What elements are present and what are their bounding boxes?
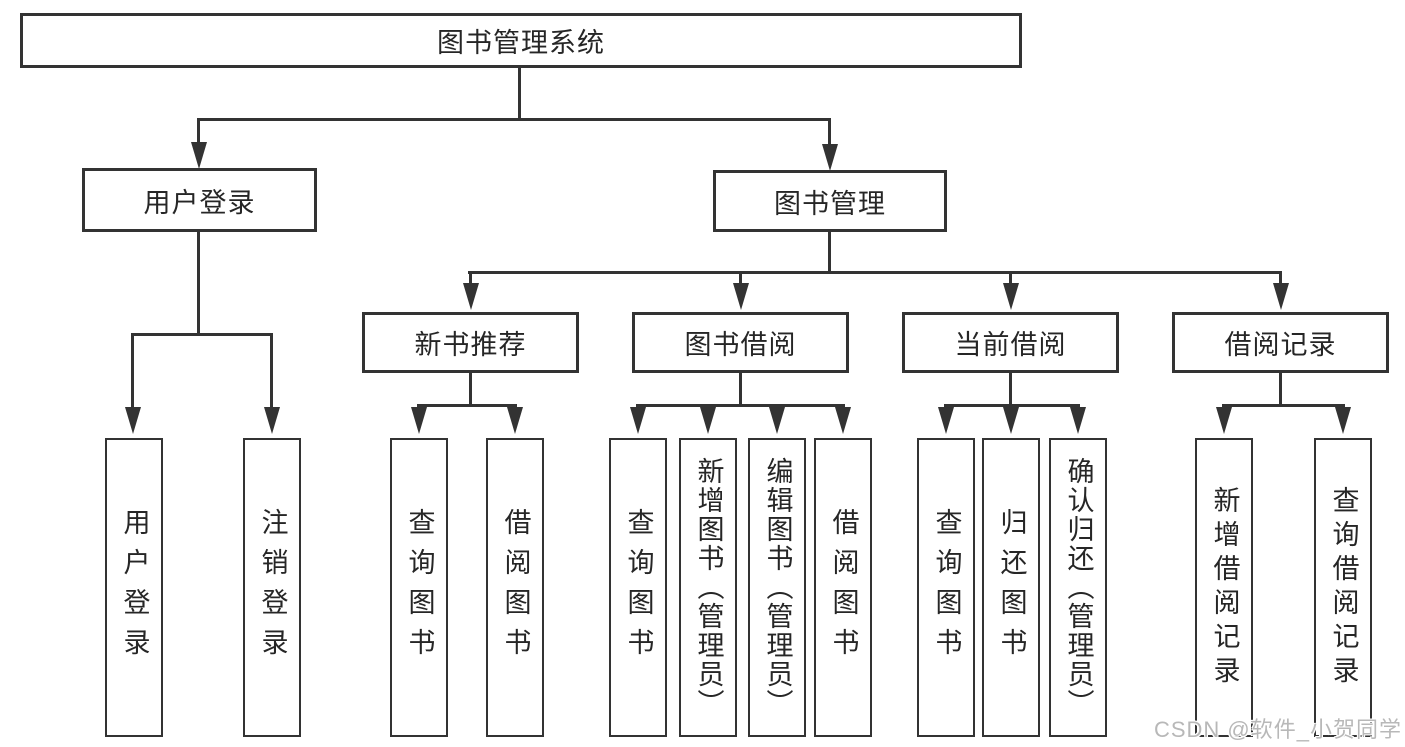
connector-line [131, 333, 273, 336]
arrow-down-icon [1003, 407, 1019, 434]
node-label: 新书推荐 [414, 330, 527, 360]
leaf-borrow-books: 借阅图书 [814, 438, 872, 737]
node-label: 借阅记录 [1224, 330, 1337, 360]
leaf-query-borrow-record: 查询借阅记录 [1314, 438, 1372, 737]
node-book-management: 图书管理 [713, 170, 947, 232]
node-root: 图书管理系统 [20, 13, 1022, 68]
arrow-down-icon [938, 407, 954, 434]
connector-line [197, 118, 831, 121]
node-label: 注销登录 [257, 507, 288, 668]
arrow-down-icon [630, 407, 646, 434]
leaf-logout: 注销登录 [243, 438, 301, 737]
node-label: 新增借阅记录 [1209, 485, 1240, 690]
connector-line [739, 373, 742, 406]
node-new-book-recommend: 新书推荐 [362, 312, 579, 373]
node-label: 查询借阅记录 [1328, 485, 1359, 690]
node-label: 图书管理 [774, 188, 886, 219]
connector-line [469, 373, 472, 406]
connector-line [270, 333, 273, 409]
arrow-down-icon [1070, 407, 1086, 434]
connector-line [1279, 373, 1282, 406]
connector-line [518, 68, 521, 120]
leaf-user-login: 用户登录 [105, 438, 163, 737]
arrow-down-icon [769, 407, 785, 434]
leaf-edit-books-admin: 编辑图书（管理员） [748, 438, 806, 737]
connector-line [1009, 373, 1012, 406]
connector-line [417, 404, 517, 407]
node-label: 查询图书 [931, 507, 962, 668]
leaf-borrow-books-recommend: 借阅图书 [486, 438, 544, 737]
node-label: 确认归还（管理员） [1063, 457, 1094, 718]
arrow-down-icon [700, 407, 716, 434]
connector-line [944, 404, 1080, 407]
arrow-down-icon [1273, 283, 1289, 310]
node-label: 用户登录 [143, 187, 256, 218]
connector-line [131, 333, 134, 409]
watermark: CSDN @软件_小贺同学 [1153, 717, 1402, 742]
node-label: 当前借阅 [954, 330, 1067, 360]
leaf-query-books-borrow: 查询图书 [609, 438, 667, 737]
arrow-down-icon [463, 283, 479, 310]
connector-line [828, 118, 831, 146]
arrow-down-icon [822, 144, 838, 171]
node-label: 借阅图书 [828, 507, 859, 668]
connector-line [828, 232, 831, 273]
leaf-add-borrow-record: 新增借阅记录 [1195, 438, 1253, 737]
node-label: 查询图书 [623, 507, 654, 668]
node-user-login: 用户登录 [82, 168, 317, 232]
connector-line [469, 271, 472, 284]
node-borrow-records: 借阅记录 [1172, 312, 1389, 373]
arrow-down-icon [1335, 407, 1351, 434]
leaf-query-books-current: 查询图书 [917, 438, 975, 737]
connector-line [739, 271, 742, 284]
connector-line [1009, 271, 1012, 284]
arrow-down-icon [1003, 283, 1019, 310]
connector-line [197, 118, 200, 144]
connector-line [636, 404, 845, 407]
arrow-down-icon [191, 142, 207, 169]
node-label: 借阅图书 [500, 507, 531, 668]
node-book-borrow: 图书借阅 [632, 312, 849, 373]
node-root-label: 图书管理系统 [437, 28, 605, 58]
leaf-add-books-admin: 新增图书（管理员） [679, 438, 737, 737]
leaf-confirm-return-admin: 确认归还（管理员） [1049, 438, 1107, 737]
node-label: 归还图书 [996, 507, 1027, 668]
arrow-down-icon [125, 407, 141, 434]
arrow-down-icon [264, 407, 280, 434]
arrow-down-icon [507, 407, 523, 434]
connector-line [197, 232, 200, 335]
node-label: 查询图书 [404, 507, 435, 668]
node-label: 用户登录 [119, 507, 150, 668]
connector-line [1279, 271, 1282, 284]
arrow-down-icon [733, 283, 749, 310]
leaf-query-books-recommend: 查询图书 [390, 438, 448, 737]
connector-line [1222, 404, 1345, 407]
node-label: 新增图书（管理员） [693, 457, 724, 718]
node-label: 编辑图书（管理员） [762, 457, 793, 718]
arrow-down-icon [411, 407, 427, 434]
node-label: 图书借阅 [684, 330, 797, 360]
arrow-down-icon [835, 407, 851, 434]
arrow-down-icon [1216, 407, 1232, 434]
leaf-return-books: 归还图书 [982, 438, 1040, 737]
connector-line [468, 271, 1282, 274]
node-current-borrow: 当前借阅 [902, 312, 1119, 373]
